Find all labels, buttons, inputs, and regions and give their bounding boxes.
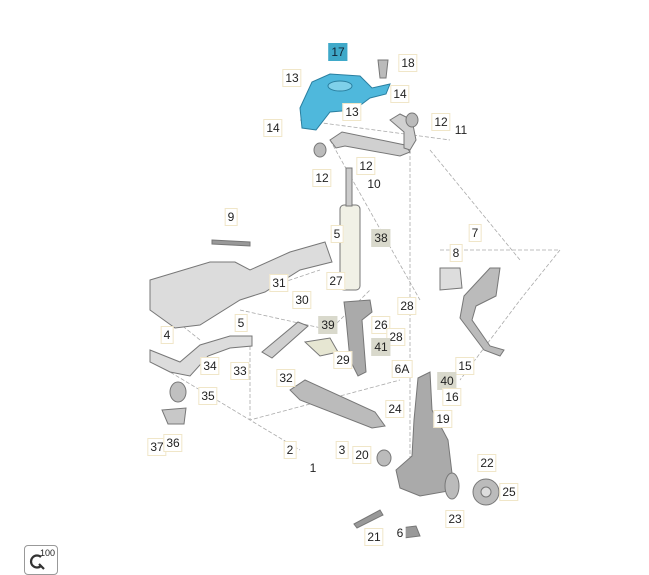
part-label[interactable]: 30 (292, 291, 312, 309)
part-label[interactable]: 4 (160, 326, 174, 344)
part-label[interactable]: 36 (163, 434, 183, 452)
part-label[interactable]: 40 (437, 372, 457, 390)
part-label[interactable]: 26 (371, 316, 391, 334)
part-label[interactable]: 32 (276, 369, 296, 387)
part-label[interactable]: 6 (394, 525, 406, 541)
part-label[interactable]: 18 (398, 54, 418, 72)
part-label[interactable]: 22 (477, 454, 497, 472)
part-label[interactable]: 13 (282, 69, 302, 87)
part-label[interactable]: 12 (431, 113, 451, 131)
part-label[interactable]: 21 (364, 528, 384, 546)
part-label[interactable]: 6A (391, 360, 413, 378)
part-label[interactable]: 12 (312, 169, 332, 187)
part-label[interactable]: 20 (352, 446, 372, 464)
part-label[interactable]: 38 (371, 229, 391, 247)
part-label[interactable]: 8 (449, 244, 463, 262)
part-label[interactable]: 35 (198, 387, 218, 405)
part-label[interactable]: 5 (330, 225, 344, 243)
part-label[interactable]: 14 (390, 85, 410, 103)
part-label[interactable]: 34 (200, 357, 220, 375)
stabilizer-bar-34[interactable] (149, 335, 253, 377)
part-label[interactable]: 7 (468, 224, 482, 242)
zoom-level: 100 (40, 548, 56, 558)
part-label[interactable]: 24 (385, 400, 405, 418)
subframe-4[interactable] (149, 241, 333, 329)
part-label[interactable]: 19 (433, 410, 453, 428)
part-label[interactable]: 9 (224, 208, 238, 226)
part-label[interactable]: 33 (230, 362, 250, 380)
part-label[interactable]: 14 (263, 119, 283, 137)
part-label[interactable]: 3 (335, 441, 349, 459)
part-label[interactable]: 31 (269, 274, 289, 292)
part-label[interactable]: 25 (499, 483, 519, 501)
upper-arm-10[interactable] (329, 131, 411, 157)
bushing-8[interactable] (439, 267, 463, 291)
part-label[interactable]: 41 (371, 338, 391, 356)
part-label[interactable]: 39 (318, 316, 338, 334)
zoom-button[interactable]: 100 (24, 545, 58, 575)
part-label[interactable]: 13 (342, 103, 362, 121)
part-label[interactable]: 5 (234, 314, 248, 332)
zoom-icon (29, 554, 45, 570)
part-label[interactable]: 10 (365, 176, 383, 192)
part-label[interactable]: 16 (442, 388, 462, 406)
part-label[interactable]: 1 (307, 460, 319, 476)
part-label[interactable]: 27 (326, 272, 346, 290)
lower-arm-2[interactable] (289, 379, 386, 429)
part-label[interactable]: 28 (397, 297, 417, 315)
strut-mount-part-17[interactable] (299, 73, 391, 131)
part-label[interactable]: 29 (333, 351, 353, 369)
wheel-bearing-housing-19[interactable] (395, 371, 455, 497)
part-label[interactable]: 37 (147, 438, 167, 456)
wishbone-7[interactable] (459, 267, 505, 357)
part-label[interactable]: 2 (283, 441, 297, 459)
part-label[interactable]: 28 (386, 328, 406, 346)
part-label[interactable]: 15 (455, 357, 475, 375)
link-30[interactable] (261, 321, 309, 359)
part-label[interactable]: 11 (452, 122, 470, 138)
part-label[interactable]: 17 (328, 43, 348, 61)
part-label[interactable]: 23 (445, 510, 465, 528)
part-label[interactable]: 12 (356, 157, 376, 175)
